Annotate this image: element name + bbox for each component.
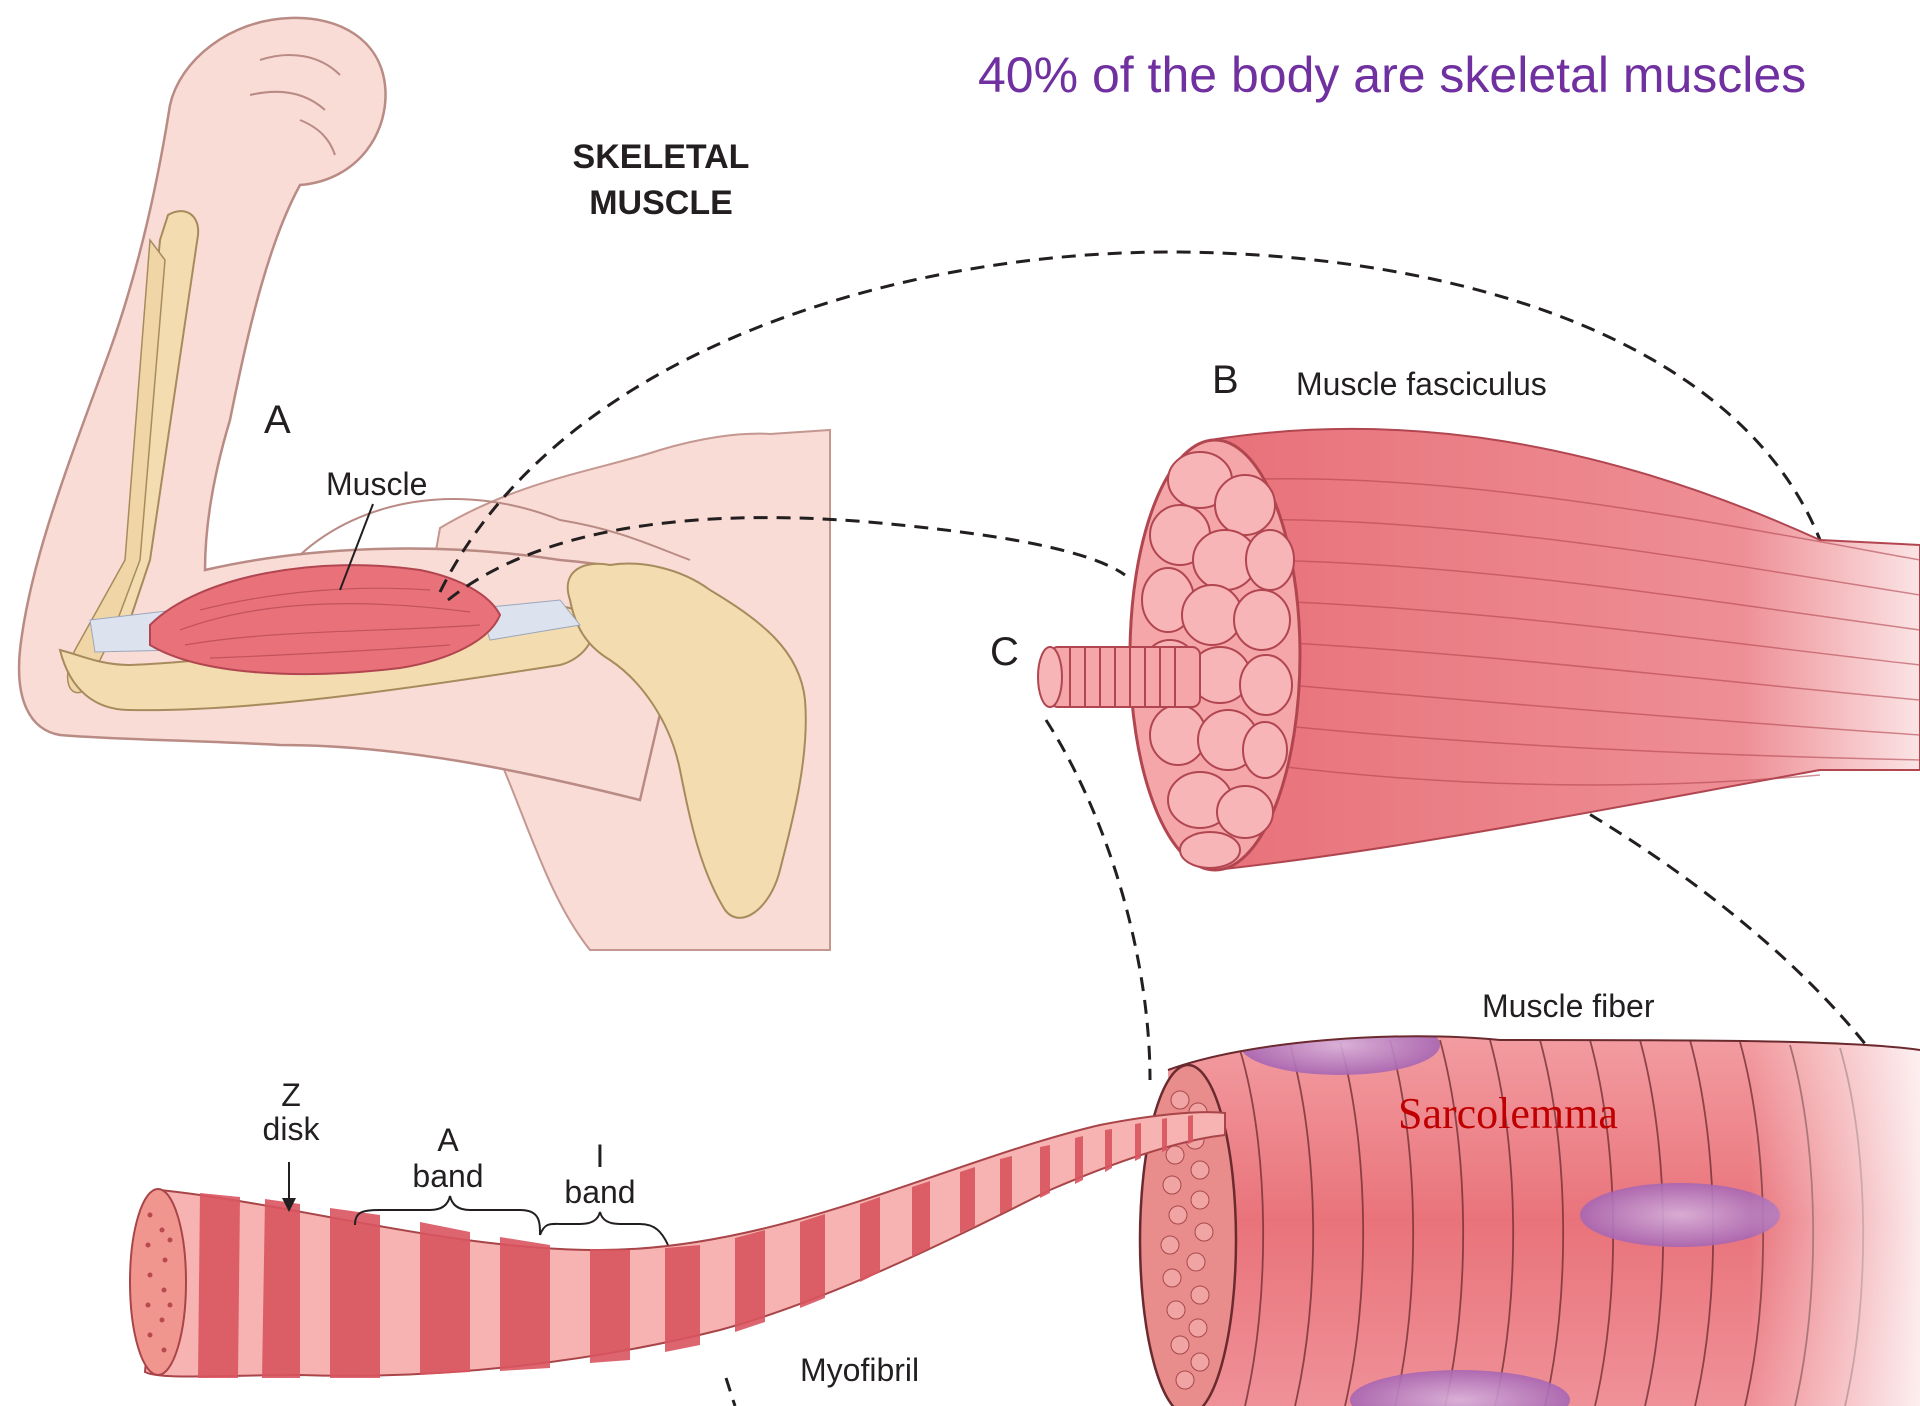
a-band-line-1: A (408, 1122, 488, 1158)
label-z-disk: Z disk (256, 1078, 326, 1146)
myofibril (130, 1112, 1225, 1378)
label-a: A (264, 398, 291, 443)
label-muscle-fasciculus: Muscle fasciculus (1296, 366, 1547, 403)
a-band-line-2: band (408, 1158, 488, 1194)
fiber-c-end (1038, 647, 1062, 707)
myofibril-bands (198, 1115, 1193, 1378)
connector-myofibril-tail (726, 1378, 735, 1406)
muscle-fasciculus (1038, 429, 1920, 870)
label-myofibril: Myofibril (800, 1352, 919, 1389)
i-band-line-2: band (560, 1174, 640, 1210)
label-sarcolemma: Sarcolemma (1398, 1088, 1618, 1139)
title-line-1: SKELETAL (556, 134, 766, 180)
i-band-line-1: I (560, 1138, 640, 1174)
fiber-c-body (1050, 647, 1200, 707)
myofibril-end (130, 1189, 186, 1375)
label-i-band: I band (560, 1138, 640, 1210)
label-b: B (1212, 358, 1239, 403)
i-band-bracket (540, 1212, 668, 1245)
label-muscle: Muscle (326, 466, 427, 503)
label-muscle-fiber: Muscle fiber (1482, 988, 1655, 1025)
body-percentage-note: 40% of the body are skeletal muscles (978, 46, 1806, 104)
fasciculus-body (1210, 429, 1920, 870)
nucleus-top (1240, 1015, 1440, 1075)
z-disk-line-2: disk (256, 1112, 326, 1146)
label-a-band: A band (408, 1122, 488, 1194)
label-c: C (990, 630, 1019, 675)
z-disk-line-1: Z (256, 1078, 326, 1112)
title-line-2: MUSCLE (556, 180, 766, 226)
diagram-title: SKELETAL MUSCLE (556, 134, 766, 226)
connector-c-to-fiber-left (1046, 720, 1150, 1080)
muscle-fiber (1140, 1015, 1920, 1406)
